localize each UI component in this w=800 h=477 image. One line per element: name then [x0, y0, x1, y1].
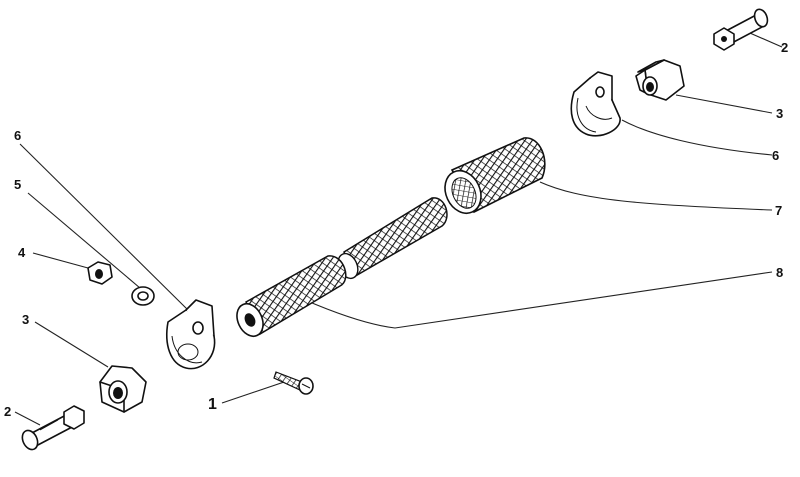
bolt-left: [21, 405, 85, 451]
callout-3-right: 3: [776, 106, 783, 121]
leader-1: [221, 379, 291, 404]
callout-6-left: 6: [14, 128, 21, 143]
leader-lines: [14, 29, 783, 426]
washer: [131, 286, 155, 306]
leader-3-right: [675, 94, 773, 114]
small-screw: [273, 371, 314, 395]
small-nut: [87, 261, 113, 285]
leader-6-left: [19, 143, 191, 313]
leader-4: [32, 252, 89, 269]
callout-8: 8: [776, 265, 783, 280]
leader-6-right: [621, 119, 773, 156]
callout-6-right: 6: [772, 148, 779, 163]
clamp-right: [570, 71, 621, 137]
callout-4: 4: [18, 245, 26, 260]
callout-5: 5: [14, 177, 21, 192]
leader-7: [539, 181, 773, 211]
inner-rod: [236, 197, 448, 338]
callout-7: 7: [775, 203, 782, 218]
leader-5: [27, 192, 141, 289]
hex-nut-left: [99, 365, 147, 413]
callout-1: 1: [208, 396, 217, 413]
hex-nut-right: [635, 59, 685, 101]
leader-3-left: [34, 321, 109, 368]
clamp-left: [166, 299, 216, 370]
leader-8: [304, 271, 773, 329]
callouts: 6 5 4 3 2 1 2 3 6 7 8: [4, 40, 788, 419]
callout-2-right: 2: [781, 40, 788, 55]
callout-2-left: 2: [4, 404, 11, 419]
leader-2-left: [14, 411, 41, 426]
callout-3-left: 3: [22, 312, 29, 327]
bolt-right: [713, 8, 769, 51]
outer-sleeve: [444, 137, 546, 214]
